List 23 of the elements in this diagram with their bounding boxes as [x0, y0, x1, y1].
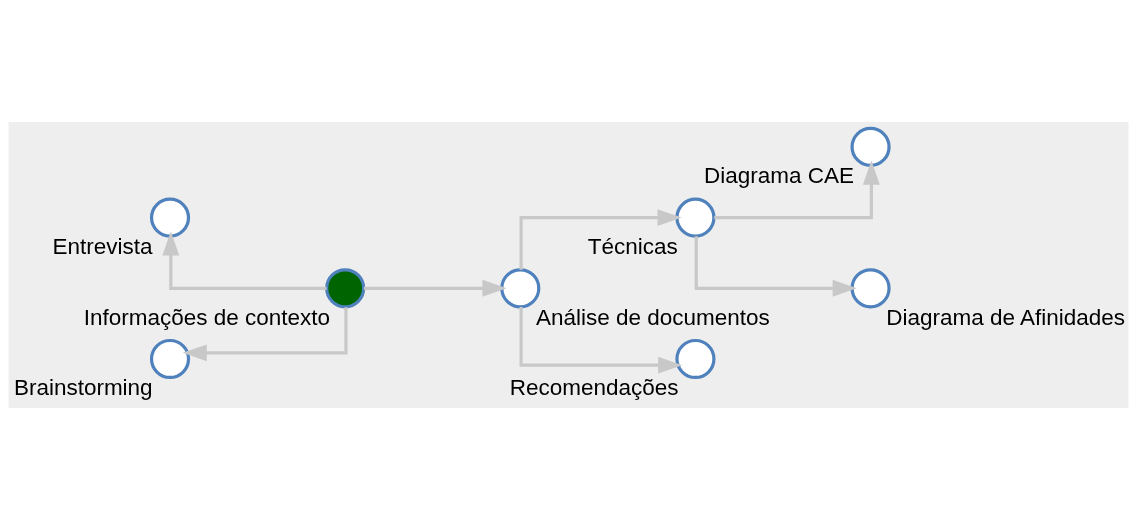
arrow [162, 230, 327, 290]
node-circle [850, 126, 891, 167]
node-label: Diagrama CAE [704, 162, 854, 188]
arrow [519, 306, 683, 374]
arrow [363, 279, 507, 297]
node-circle [149, 338, 191, 379]
node-label: Recomendações [509, 374, 679, 400]
node-circle [675, 197, 716, 238]
node-label: Entrevista [52, 233, 153, 259]
node-label: Informações de contexto [83, 304, 331, 330]
node-circle [325, 267, 366, 308]
node-label: Análise de documentos [535, 304, 770, 330]
node-circle [675, 338, 716, 379]
node-circle [500, 267, 541, 308]
node-label: Técnicas [587, 233, 678, 259]
node-circle [149, 197, 191, 238]
arrow [714, 160, 880, 219]
node-label: Diagrama de Afinidades [886, 304, 1125, 330]
node-label: Brainstorming [13, 374, 153, 400]
arrow [182, 306, 348, 361]
arrow [694, 235, 857, 297]
arrow [519, 208, 682, 270]
node-circle [850, 267, 891, 308]
